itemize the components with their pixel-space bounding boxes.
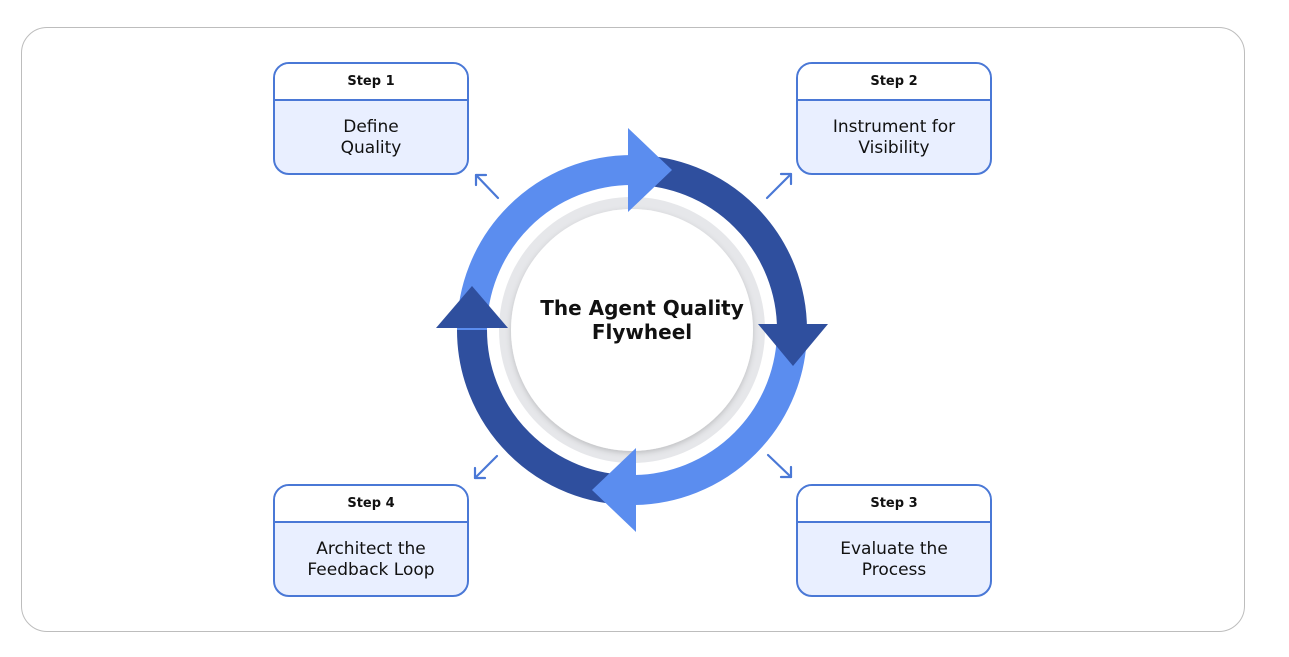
step-title: Instrument for Visibility [832, 117, 956, 158]
step-card-1: Step 1 Define Quality [273, 62, 469, 175]
step-label: Step 2 [798, 64, 990, 101]
step-title: Evaluate the Process [840, 539, 948, 580]
step-title: Architect the Feedback Loop [307, 539, 435, 580]
step-card-4: Step 4 Architect the Feedback Loop [273, 484, 469, 597]
step-label: Step 4 [275, 486, 467, 523]
step-card-3: Step 3 Evaluate the Process [796, 484, 992, 597]
center-title: The Agent Quality Flywheel [540, 296, 744, 344]
step-title: Define Quality [340, 117, 402, 158]
step-label: Step 3 [798, 486, 990, 523]
step-label: Step 1 [275, 64, 467, 101]
step-card-2: Step 2 Instrument for Visibility [796, 62, 992, 175]
